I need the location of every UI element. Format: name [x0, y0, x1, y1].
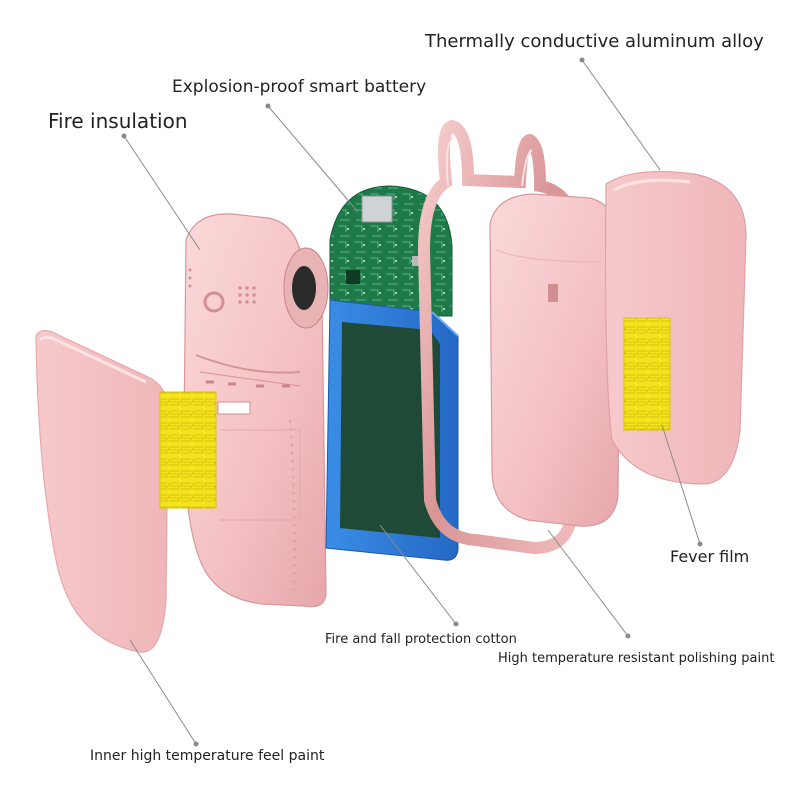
leader-line-fire — [123, 135, 201, 251]
leader-dots — [121, 57, 703, 747]
leader-line-battery — [267, 105, 359, 213]
back-shell — [489, 193, 621, 527]
label-protection-cotton: Fire and fall protection cotton — [325, 632, 517, 647]
leader-line-polishing — [547, 529, 629, 637]
leader-line-inner — [129, 639, 197, 745]
leader-line-fever — [661, 424, 701, 545]
main-body-shell — [183, 213, 329, 608]
heating-film-left — [159, 391, 217, 509]
label-polishing-paint: High temperature resistant polishing pai… — [498, 651, 775, 666]
leader-line-cotton — [379, 524, 457, 625]
leader-line-thermal — [581, 59, 661, 171]
leader-lines — [123, 59, 701, 745]
label-thermal-aluminum: Thermally conductive aluminum alloy — [425, 31, 764, 52]
rose-gold-frame — [417, 119, 583, 555]
label-smart-battery: Explosion-proof smart battery — [172, 77, 427, 97]
label-inner-paint: Inner high temperature feel paint — [90, 748, 325, 764]
heating-film-right — [623, 317, 671, 431]
label-fire-insulation: Fire insulation — [48, 109, 188, 133]
label-fever-film: Fever film — [670, 547, 750, 566]
front-cover-shell — [35, 330, 169, 653]
